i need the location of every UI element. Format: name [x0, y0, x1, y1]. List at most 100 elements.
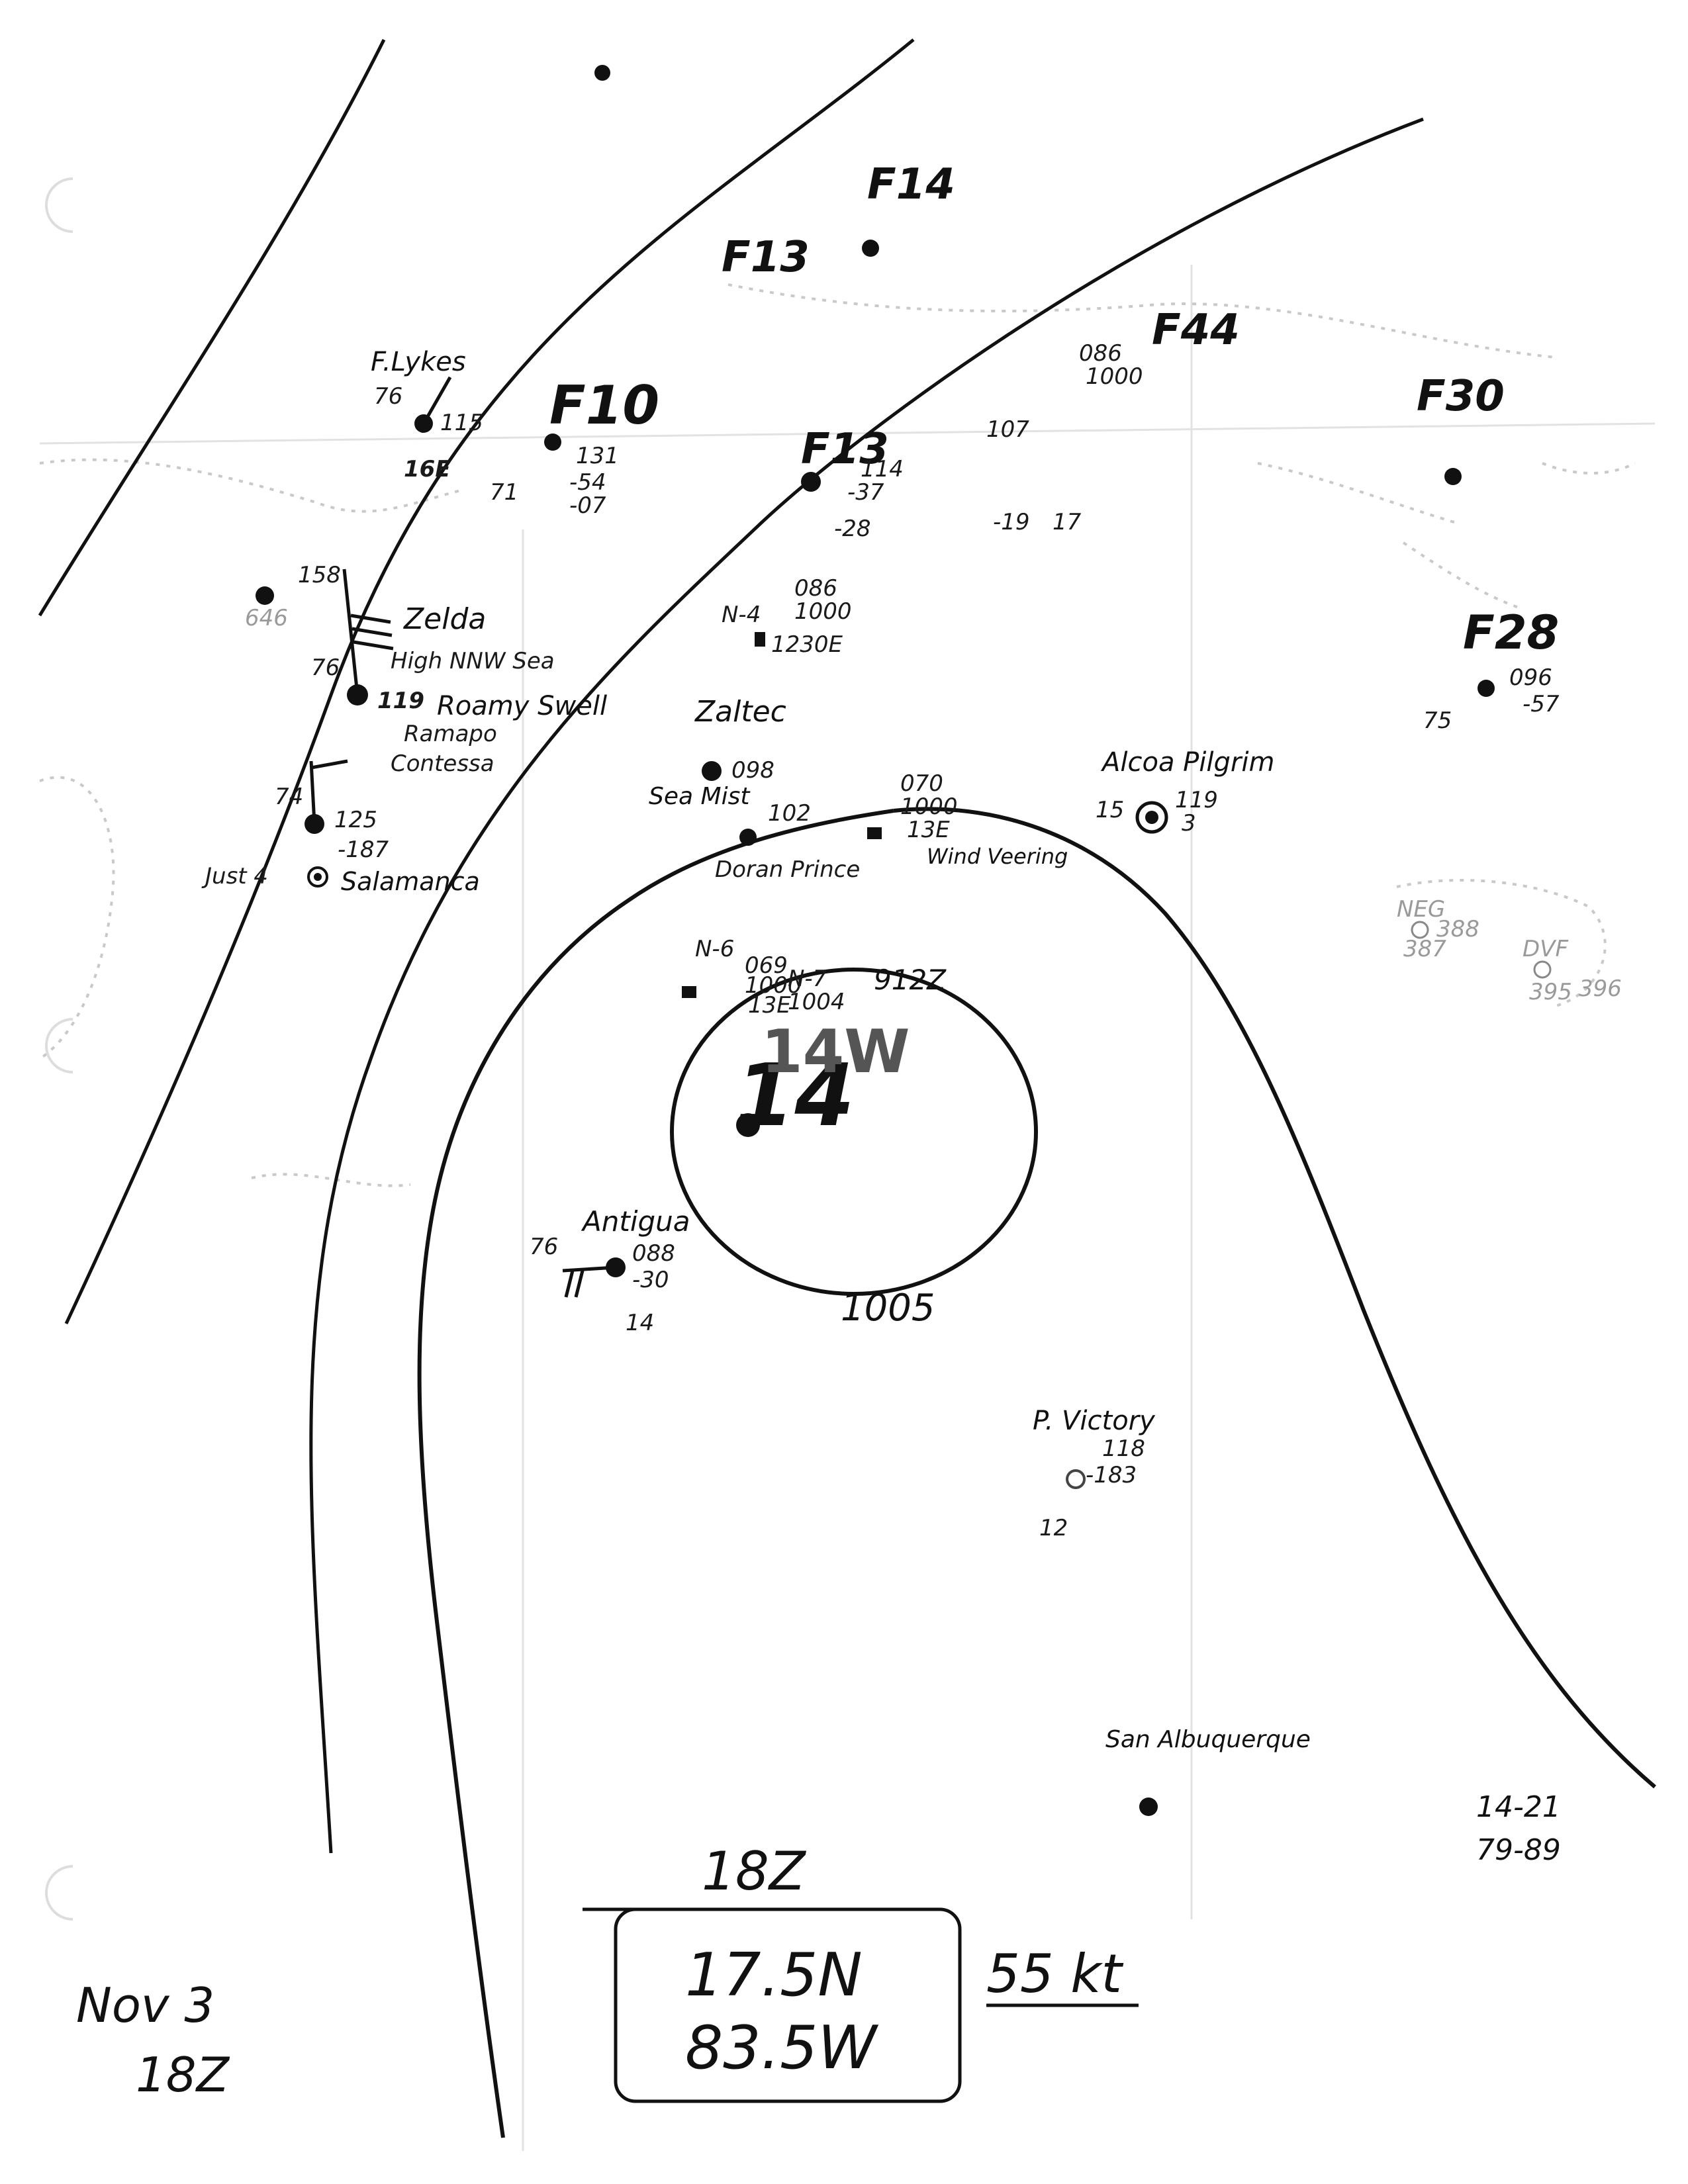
ship-p-victory: P. Victory 118 -183 12 [1033, 1406, 1156, 1541]
ship-obs: High NNW Sea [391, 648, 555, 674]
recon-name: N-7 [788, 966, 827, 992]
ship-name: Salamanca [341, 867, 480, 896]
misc-obs: 131 [576, 443, 619, 469]
ship-obs: -30 [632, 1267, 669, 1293]
ship-f-lykes: F.Lykes 76 115 16E [371, 347, 483, 482]
recon-obs: 912Z [874, 964, 947, 996]
ship-name: Antigua [581, 1205, 690, 1238]
front-line-middle [64, 38, 915, 1325]
misc-obs: 71 [490, 479, 518, 506]
storm-center: 14 14W [735, 1017, 910, 1146]
ship-obs: 125 [334, 807, 377, 833]
ship-san-albuquerque: San Albuquerque [1105, 1726, 1311, 1816]
ship-antigua: Antigua 76 088 -30 14 [530, 1205, 690, 1336]
ship-position [1066, 1469, 1086, 1489]
ship-obs: 1000 [900, 794, 958, 820]
front-line-west [38, 38, 386, 617]
fix-wind: 55 kt [986, 1943, 1124, 2005]
frontal-lines [38, 38, 1424, 1854]
recon-n7: N-7 1004 912Z [788, 964, 947, 1015]
misc-observations: 131 -54 71 -07 114 -37 -28 107 -19 17 15… [245, 65, 1560, 734]
misc-obs: 17 [1053, 509, 1082, 535]
front-labels: F10 F13 F14 F30 F13 F44 F28 [549, 160, 1559, 660]
front-label-f10: F10 [549, 375, 659, 436]
ship-obs: 16E [404, 456, 451, 482]
recon-obs: 1004 [788, 989, 845, 1015]
misc-obs: -37 [847, 479, 884, 506]
misc-obs: -19 [993, 509, 1030, 535]
corner-note-line2: 79-89 [1476, 1833, 1561, 1867]
station-neg: NEG 388 387 [1397, 896, 1479, 962]
ship-position [702, 761, 722, 781]
ship-obs: 119 [377, 688, 424, 714]
ship-salamanca: Just 4 Salamanca [201, 863, 480, 896]
front-label-f44: F44 [1152, 306, 1240, 355]
ship-obs: 115 [440, 410, 483, 436]
ship-name: Contessa [391, 751, 494, 777]
misc-obs: -28 [834, 516, 871, 542]
ship-name: P. Victory [1033, 1406, 1156, 1436]
ship-name: San Albuquerque [1105, 1726, 1311, 1753]
ship-obs: 3 [1182, 810, 1196, 837]
ship-obs: -183 [1086, 1462, 1137, 1488]
land-stations: NEG 388 387 DVF 395 396 [1397, 896, 1622, 1005]
misc-obs: 158 [298, 562, 341, 588]
binder-holes [45, 177, 73, 1921]
station-dvf: DVF 395 396 [1523, 936, 1622, 1005]
ship-name: Doran Prince [715, 856, 860, 883]
recon-obs: 086 [794, 575, 837, 602]
ship-contessa: 74 125 -187 Contessa [275, 751, 494, 863]
front-line-east [309, 117, 1424, 1854]
station-obs: 396 [1579, 976, 1622, 1002]
ship-obs: 76 [374, 383, 402, 410]
ship-name: Zelda [403, 602, 486, 636]
ship-position [307, 866, 328, 887]
ship-sea-mist: 098 Sea Mist 102 [649, 757, 811, 846]
station-obs: 388 [1436, 916, 1479, 942]
recon-square [867, 827, 882, 839]
ship-obs: 74 [275, 784, 303, 810]
corner-note: 14-21 79-89 [1476, 1790, 1561, 1867]
misc-obs: 646 [245, 605, 288, 631]
recon-obs: 1000 [794, 598, 852, 625]
ship-name: Sea Mist [649, 783, 751, 810]
ship-obs: 118 [1102, 1435, 1145, 1462]
fix-latitude: 17.5N [685, 1940, 863, 2010]
ship-obs: 12 [1039, 1515, 1068, 1541]
date-line: Nov 3 [76, 1978, 214, 2033]
ship-zelda: Zelda 76 119 High NNW Sea [311, 569, 555, 714]
ship-obs: Zaltec [694, 695, 786, 729]
corner-note-line1: 14-21 [1476, 1790, 1561, 1824]
recon-obs: 13E [748, 992, 791, 1019]
isobar-1005-circle [670, 968, 1038, 1296]
misc-obs: -54 [569, 469, 606, 496]
ship-obs: Just 4 [201, 863, 268, 889]
misc-obs: 107 [986, 416, 1029, 443]
misc-obs: 1000 [1086, 363, 1143, 390]
station-name: DVF [1523, 936, 1568, 962]
storm-label: 14W [761, 1017, 910, 1087]
ship-obs: 070 [900, 770, 943, 797]
recon-obs: 1230E [771, 631, 843, 658]
ship-ramapo: Roamy Swell Zaltec Ramapo [404, 691, 786, 747]
ship-observations: F.Lykes 76 115 16E Zelda 76 119 High NNW… [201, 347, 1311, 1816]
front-label-f13-center: F13 [801, 425, 889, 474]
misc-obs: 096 [1509, 664, 1552, 691]
ship-obs: 098 [731, 757, 774, 784]
recon-name: N-4 [722, 602, 761, 628]
recon-n6: N-6 069 1000 13E [682, 936, 802, 1019]
recon-name: N-6 [695, 936, 734, 962]
ship-name: Ramapo [404, 721, 497, 747]
misc-obs: 114 [861, 456, 904, 482]
ship-obs: Wind Veering [927, 844, 1068, 869]
ship-obs: 76 [311, 655, 340, 681]
misc-obs: -57 [1523, 691, 1560, 717]
isobar-1005-label: 1005 [841, 1287, 935, 1330]
storm-center-symbol [736, 1113, 760, 1137]
ship-obs: Roamy Swell [437, 691, 607, 721]
time-line: 18Z [136, 2047, 230, 2103]
recon-observations: N-4 086 1000 1230E N-6 069 1000 13E N-7 … [682, 575, 947, 1019]
isobar-outer-loop-east [893, 807, 1656, 1789]
ship-obs: 14 [626, 1310, 654, 1336]
